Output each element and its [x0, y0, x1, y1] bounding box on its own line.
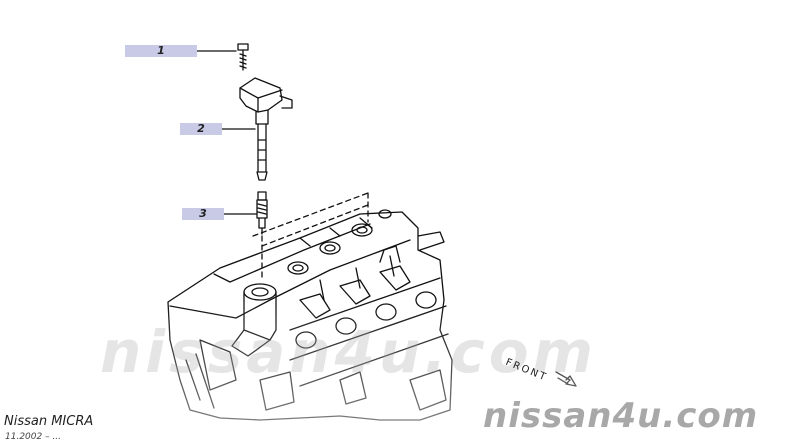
- model-label: Nissan MICRA: [4, 414, 94, 429]
- bolt-part: [237, 43, 249, 71]
- callout-2[interactable]: 2: [180, 123, 222, 135]
- watermark-small: nissan4u.com: [483, 396, 759, 436]
- callout-1[interactable]: 1: [125, 45, 197, 57]
- callout-3[interactable]: 3: [182, 208, 224, 220]
- date-label: 11.2002 – ...: [5, 432, 62, 442]
- alignment-dashes: [252, 192, 369, 281]
- bottom-fade: [0, 300, 800, 446]
- watermark-large: nissan4u.com: [100, 318, 597, 386]
- ignition-coil-part: [239, 77, 293, 181]
- spark-plug-part: [256, 191, 268, 235]
